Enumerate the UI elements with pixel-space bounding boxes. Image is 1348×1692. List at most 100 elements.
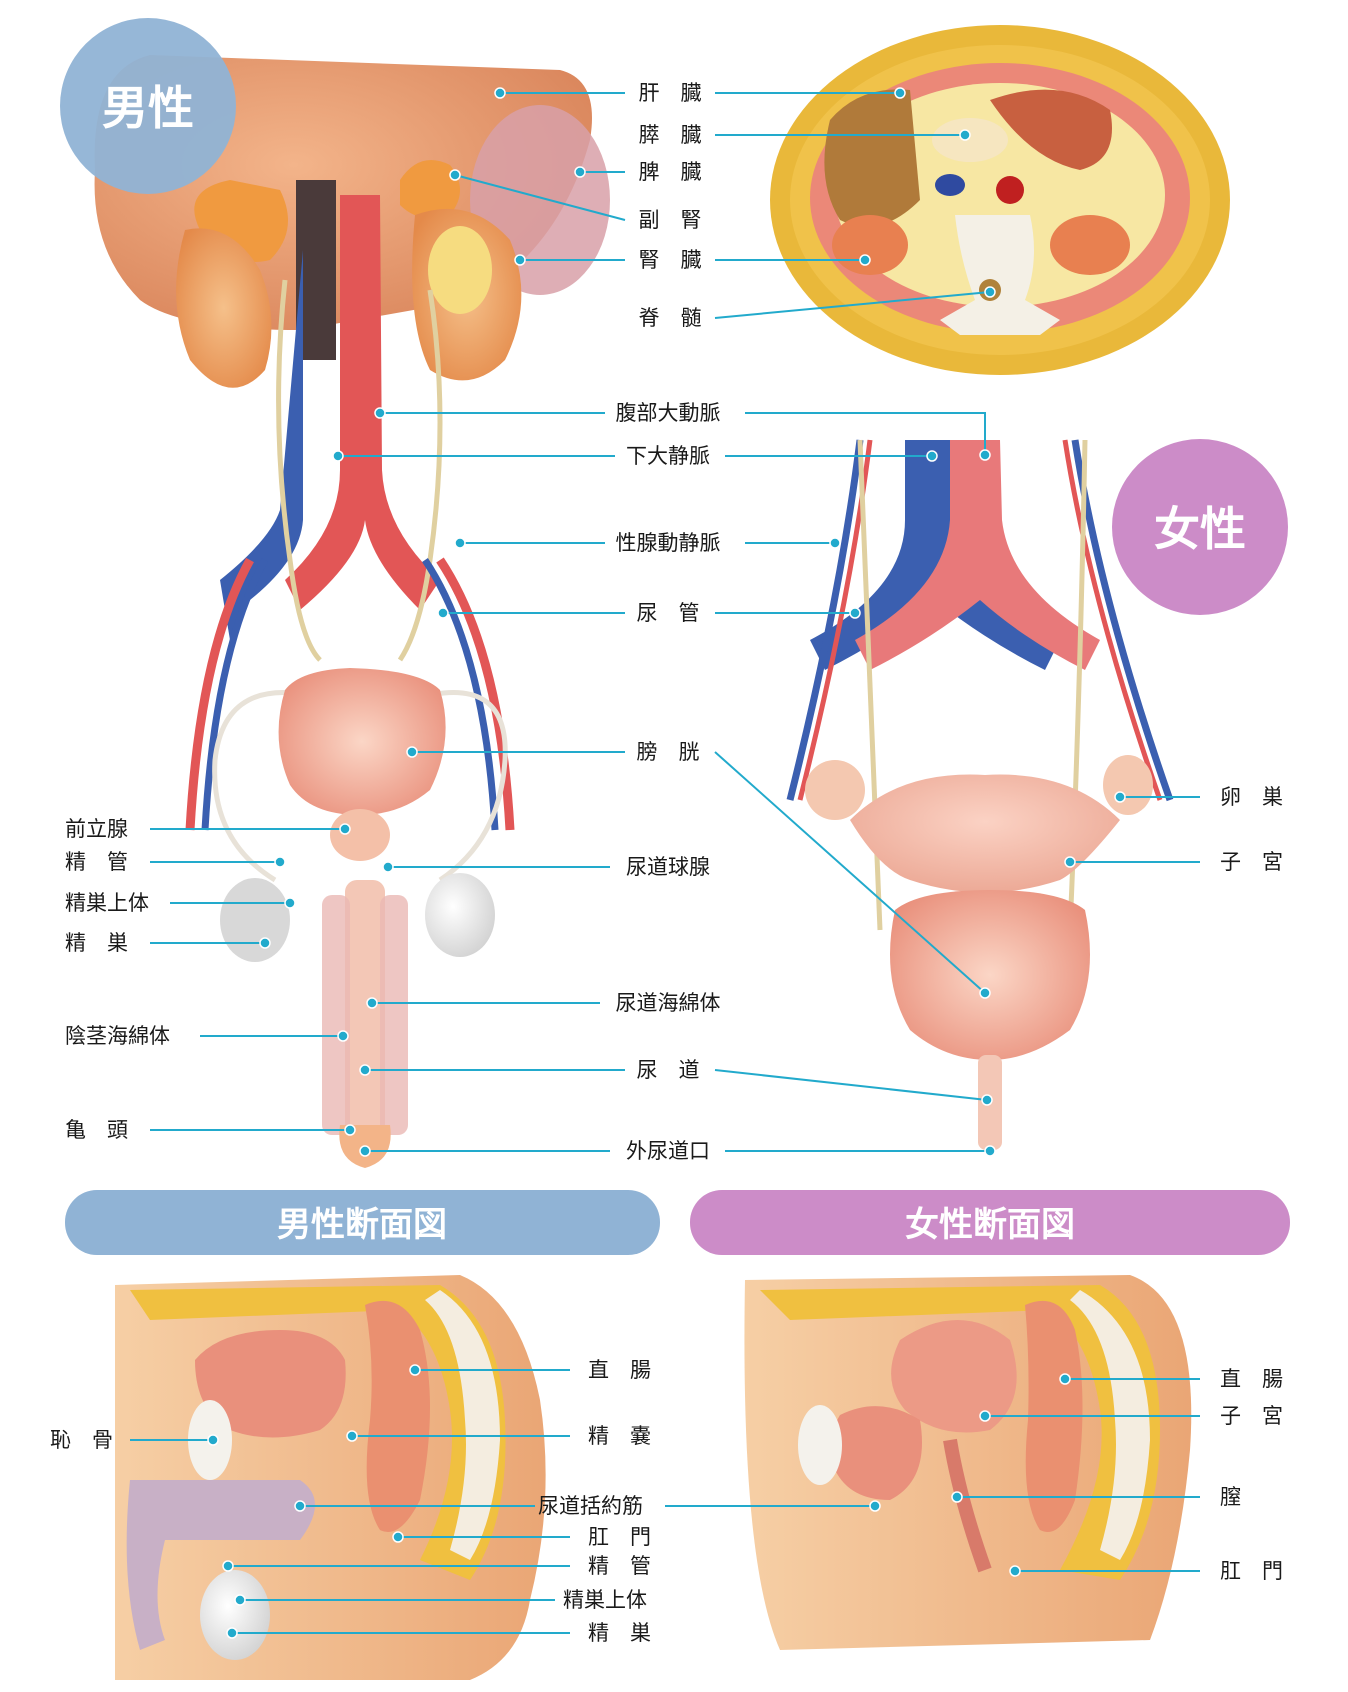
dot-gonadal-vessels <box>454 537 466 549</box>
female-badge-circle <box>1112 439 1288 615</box>
text-uterus-2: 子 宮 <box>1220 1404 1283 1428</box>
label-bulbourethral: 尿道球腺 <box>382 855 710 879</box>
text-seminal-vesicle: 精 嚢 <box>588 1424 651 1448</box>
corpus-cavernosum-left <box>322 895 350 1135</box>
label-glans: 亀 頭 <box>65 1118 356 1142</box>
text-rectum-female: 直 腸 <box>1220 1367 1283 1391</box>
label-rectum-male: 直 腸 <box>409 1358 651 1382</box>
label-ovary: 卵 巣 <box>1114 785 1283 809</box>
male-sagittal-rectum <box>365 1300 430 1532</box>
right-ovary-shape <box>1103 755 1153 815</box>
left-kidney-shape <box>176 228 272 388</box>
female-sagittal-illustration <box>744 1275 1192 1650</box>
text-urethra: 尿 道 <box>637 1058 700 1082</box>
male-badge-circle <box>60 18 236 194</box>
text-pancreas: 膵 臓 <box>639 123 702 147</box>
female-badge-text: 女性 <box>1154 502 1246 556</box>
dot-uterus-2 <box>979 1410 991 1422</box>
label-testis: 精 巣 <box>65 931 271 955</box>
text-urethral-sponge: 尿道海綿体 <box>616 991 721 1015</box>
dot-rectum-male <box>409 1364 421 1376</box>
male-section-banner-text: 男性断面図 <box>277 1205 447 1245</box>
dot-ivc-female <box>926 450 938 462</box>
cross-left-kidney-shape <box>832 215 908 275</box>
text-anus-female: 肛 門 <box>1220 1559 1283 1583</box>
text-bladder: 膀 胱 <box>637 740 700 764</box>
female-uterus-shape <box>850 774 1120 893</box>
label-abdominal-aorta: 腹部大動脈 <box>374 401 991 461</box>
right-iliac-vein <box>422 558 499 831</box>
female-badge: 女性 <box>1112 439 1288 615</box>
male-sagittal-testis <box>200 1570 270 1660</box>
dot-abdominal-aorta <box>374 407 386 419</box>
dot-epididymis <box>284 897 296 909</box>
female-sagittal-vagina <box>943 1438 992 1573</box>
male-badge: 男性 <box>60 18 236 194</box>
dot-bladder-female <box>979 987 991 999</box>
dot-ext-urethral-orifice-female <box>984 1145 996 1157</box>
text-ext-urethral-orifice: 外尿道口 <box>626 1139 710 1163</box>
text-liver: 肝 臓 <box>639 81 702 105</box>
male-badge-text: 男性 <box>102 81 194 135</box>
female-aorta-shape <box>855 440 1100 670</box>
text-ovary: 卵 巣 <box>1220 785 1283 809</box>
text-ivc: 下大静脈 <box>626 444 710 468</box>
dot-uterus <box>1064 856 1076 868</box>
label-bladder: 膀 胱 <box>406 740 991 999</box>
left-testis-shape <box>220 878 290 962</box>
label-vas-deferens: 精 管 <box>65 850 286 874</box>
dot-spinal-cord <box>984 286 996 298</box>
dot-anus-male <box>392 1531 404 1543</box>
cross-liver-shape <box>824 89 920 227</box>
dot-glans <box>344 1124 356 1136</box>
male-sagittal-illustration <box>115 1275 546 1680</box>
label-pubis: 恥 骨 <box>50 1428 219 1452</box>
label-epididymis: 精巣上体 <box>65 891 296 915</box>
dot-ivc <box>332 450 344 462</box>
dot-bulbourethral <box>382 861 394 873</box>
cross-vertebra-shape <box>940 215 1060 335</box>
label-pancreas: 膵 臓 <box>639 123 971 147</box>
label-uterus-2: 子 宮 <box>979 1404 1283 1428</box>
dot-gonadal-vessels-female <box>829 537 841 549</box>
ivc-shape <box>220 250 303 640</box>
dot-anus-female <box>1009 1565 1021 1577</box>
text-adrenal: 副 腎 <box>639 208 702 232</box>
aorta-shape <box>285 195 440 610</box>
label-liver: 肝 臓 <box>494 81 906 105</box>
dot-testis <box>259 937 271 949</box>
cross-right-kidney-shape <box>1050 215 1130 275</box>
text-rectum-male: 直 腸 <box>588 1358 651 1382</box>
left-vas-deferens-shape <box>212 690 331 883</box>
cross-pancreas-shape <box>932 118 1008 162</box>
right-adrenal-shape <box>400 160 460 219</box>
text-vagina: 膣 <box>1220 1485 1241 1509</box>
left-iliac-artery <box>185 557 254 831</box>
label-corpus-cavernosum: 陰茎海綿体 <box>65 1024 349 1048</box>
dot-adrenal <box>449 169 461 181</box>
dot-vas-deferens-2 <box>222 1560 234 1572</box>
dot-pancreas <box>959 129 971 141</box>
label-kidney: 腎 臓 <box>514 248 871 272</box>
left-iliac-vein <box>201 558 269 831</box>
text-prostate: 前立腺 <box>65 817 128 841</box>
dot-epididymis-2 <box>234 1594 246 1606</box>
leader-abdominal-aorta <box>380 412 986 455</box>
prostate-shape <box>330 809 390 861</box>
female-right-gonadal-artery <box>1062 439 1163 801</box>
female-illustration <box>786 439 1174 1150</box>
female-section-banner: 女性断面図 <box>690 1190 1290 1255</box>
dot-urethral-sphincter <box>294 1500 306 1512</box>
text-gonadal-vessels: 性腺動静脈 <box>616 531 721 555</box>
dot-vagina <box>951 1491 963 1503</box>
label-epididymis-2: 精巣上体 <box>234 1588 647 1612</box>
male-section-banner-bg <box>65 1190 660 1255</box>
dot-kidney <box>514 254 526 266</box>
female-sacrum-shape <box>1070 1290 1150 1560</box>
text-testis: 精 巣 <box>65 931 128 955</box>
text-epididymis-2: 精巣上体 <box>563 1588 647 1612</box>
right-testis-shape <box>425 873 495 957</box>
text-vas-deferens-2: 精 管 <box>588 1554 651 1578</box>
label-vagina: 膣 <box>951 1485 1241 1509</box>
